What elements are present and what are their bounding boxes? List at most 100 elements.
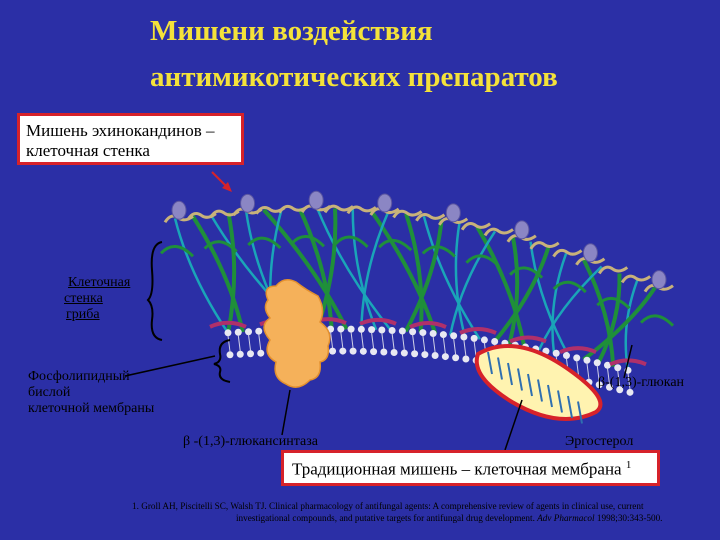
ergosterol-molecule [537,379,543,402]
reference-citation: 1998;30:343-500. [596,513,663,523]
glucan-crosslink [465,254,500,267]
glucan-fiber [422,216,481,340]
mannoprotein [598,265,629,275]
mannoprotein [369,193,400,216]
glucan-fiber [529,241,570,357]
glucan-fiber [507,235,520,345]
ergosterol-molecule [517,368,523,391]
mannoprotein [552,248,583,258]
membrane-protein-cap [209,320,247,329]
glucan-fiber [448,230,497,336]
ergosterol-molecule [567,395,573,419]
lipid-head [439,331,449,361]
glucan-crosslink [290,235,325,248]
mannoprotein [643,270,674,293]
lipid-head [450,332,460,362]
cell-wall-label-line-1: Клеточная [68,275,131,290]
membrane-brace [213,339,231,383]
cell-wall-label: Клеточная стенка гриба [64,275,131,323]
membrane-protein-cap [509,335,547,344]
mannoprotein [460,222,492,231]
lipid-head [245,328,255,358]
ergosterol-molecule [487,351,493,375]
lipid-head [388,326,398,356]
phospholipid-label-line-1: Фосфолипидный [28,369,130,384]
reference-journal: Adv Pharmacol [537,513,595,523]
ergosterol-molecule [527,373,533,397]
glucan-fiber [226,212,237,334]
mannoprotein [506,220,537,243]
glucan-synthase-label: β -(1,3)-глюкансинтаза [183,434,318,449]
mannoprotein [620,274,652,284]
membrane-protein-cap [459,326,497,335]
glucan-fibers [159,207,675,371]
ergosterol-leader-line [504,399,523,451]
synthase-leader-line [281,389,291,436]
mannoprotein [483,227,514,237]
reference-line-2-text: investigational compounds, and putative … [236,513,535,523]
glucan-fiber [582,258,616,367]
membrane-protein-cap [409,321,447,329]
glucan-crosslink [378,238,413,252]
mannoprotein [415,213,446,222]
lipid-head [460,333,470,363]
glucan-fiber [360,211,390,330]
membrane-protein-cap [559,346,597,355]
mannoprotein [438,203,469,226]
lipid-head [255,327,265,357]
beta-glucan-label: β-(1,3)-глюкан [598,375,685,390]
mannoprotein [392,209,423,219]
glucan-crosslink [159,245,195,258]
cell-wall-label-line-2: стенка [64,291,103,306]
cell-wall-brace [146,241,163,341]
lipid-head [593,359,603,389]
glucan-fiber [297,207,334,330]
glucan-crosslink [421,245,456,258]
glucan-fiber [404,213,424,333]
glucan-crosslink [334,235,369,248]
glucan-fiber [404,219,444,333]
membrane-protein-cap [359,317,397,326]
phospholipid-label-line-2: бислой [28,385,71,400]
reference-line-1: 1. Groll AH, Piscitelli SC, Walsh TJ. Cl… [132,501,644,511]
ergosterol-molecule [547,384,553,408]
glucan-crosslink [247,236,282,250]
ergosterol-molecule [497,357,503,380]
ergosterol-region [474,344,603,424]
ergosterol-molecule [507,362,513,386]
ergosterol-label: Эргостерол [565,434,634,449]
glucan-leader-line [623,344,633,379]
traditional-target-box: Традиционная мишень – клеточная мембрана… [281,450,660,486]
glucan-fiber [624,280,639,371]
glucan-crosslink [203,240,238,253]
lipid-head [429,330,439,360]
glucan-fiber [596,273,622,364]
lipid-head [409,328,419,358]
lipid-head [398,327,408,357]
lipid-head [614,364,624,394]
lipid-head [378,326,388,356]
echinocandin-target-box: Мишень эхинокандинов – клеточная стенка [17,113,244,165]
ergosterol-molecule [557,390,563,413]
mannoprotein [323,204,354,214]
ergosterol-molecule [577,401,583,424]
glucan-fiber [368,208,438,335]
lipid-head [224,329,234,359]
page-title: Мишени воздействия антимикотических преп… [150,8,690,100]
traditional-target-footnote: 1 [625,459,632,471]
lipid-head [337,325,347,355]
mannoprotein [232,193,263,217]
echinocandin-target-line-1: Мишень эхинокандинов – [26,121,215,140]
cell-wall-label-line-3: гриба [66,307,100,322]
glucan-fiber [173,217,230,334]
reference-note: 1. Groll AH, Piscitelli SC, Walsh TJ. Cl… [132,500,707,524]
lipid-head [234,328,244,358]
glucan-fiber [551,253,568,353]
mannoprotein [300,190,332,214]
glucan-fiber [351,209,378,331]
glucan-fiber [493,246,551,343]
glucan-crosslink [596,296,631,310]
lipid-head [347,325,357,355]
lipid-head [368,326,378,356]
mannoprotein [529,241,560,250]
